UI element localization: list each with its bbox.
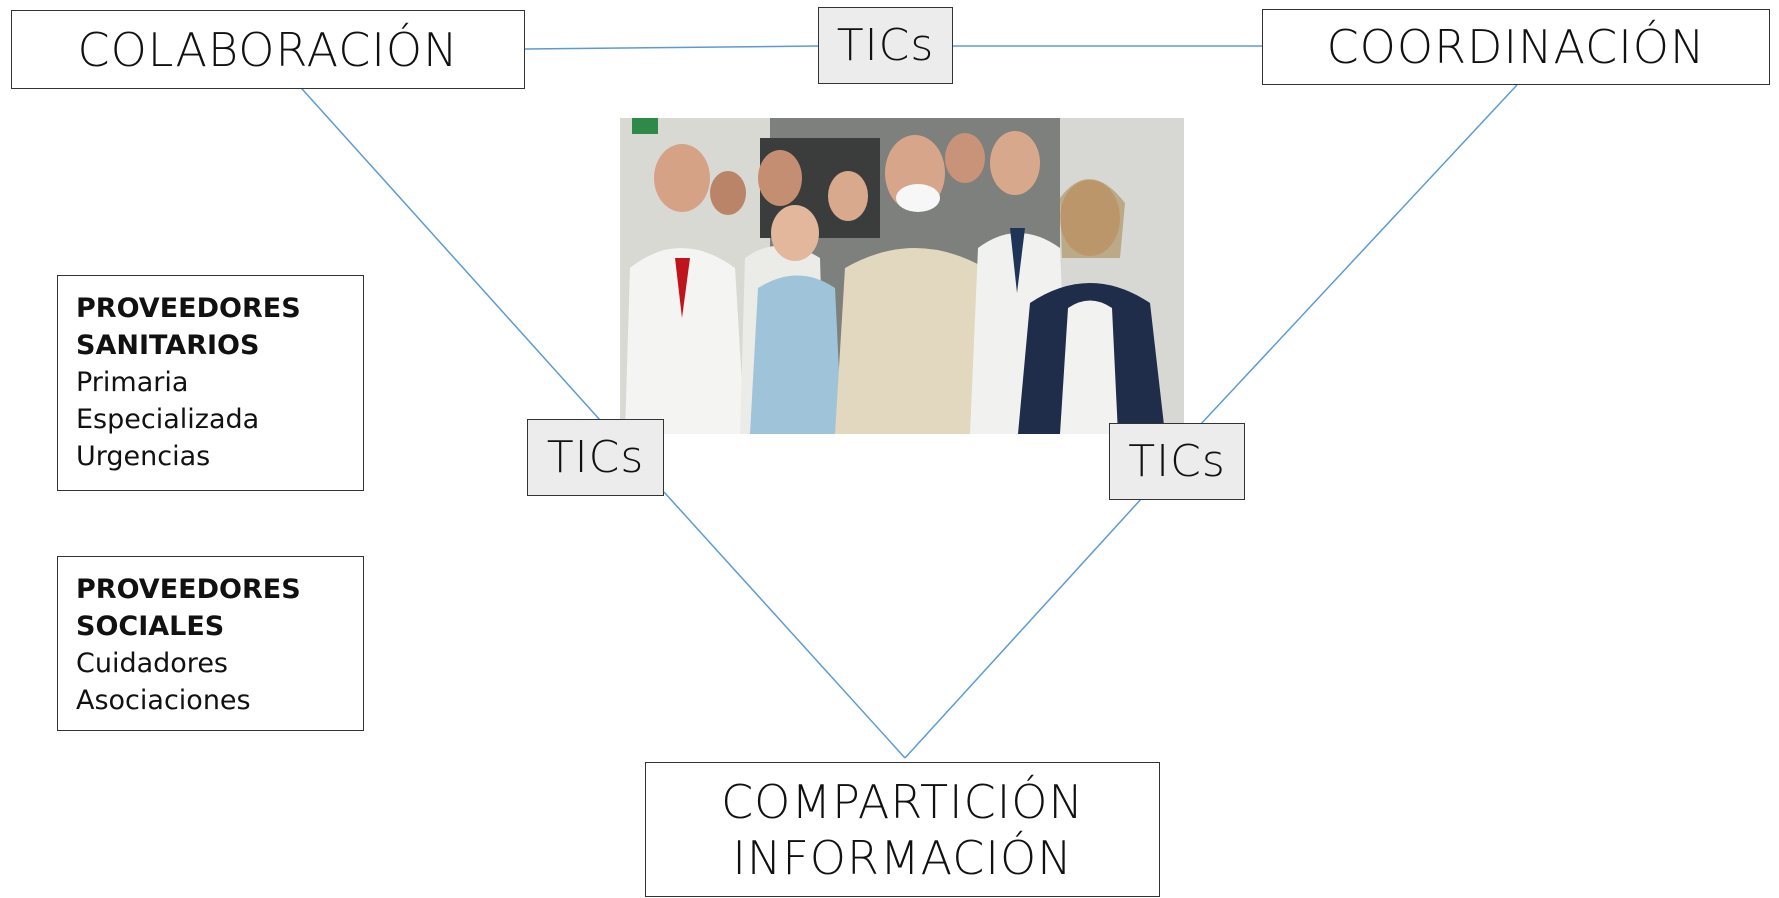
- tics-box-right: TICs: [1109, 423, 1245, 500]
- list-item: Urgencias: [76, 441, 211, 472]
- bottom-label-line1: COMPARTICIÓN: [721, 774, 1084, 829]
- list-item: Asociaciones: [76, 685, 251, 716]
- tics-box-top: TICs: [818, 7, 953, 84]
- node-comparticion-informacion: COMPARTICIÓN INFORMACIÓN: [645, 762, 1160, 897]
- bottom-label-line2: INFORMACIÓN: [732, 830, 1073, 885]
- panel-heading-line2: SANITARIOS: [76, 330, 260, 361]
- connector-right-upper: [1199, 84, 1518, 426]
- node-coordinacion: COORDINACIÓN: [1262, 9, 1770, 85]
- team-photo: [620, 118, 1184, 434]
- panel-proveedores-sanitarios: PROVEEDORES SANITARIOS Primaria Especial…: [57, 275, 364, 491]
- panel-heading-line1: PROVEEDORES: [76, 574, 301, 605]
- list-item: Cuidadores: [76, 648, 228, 679]
- panel-proveedores-sociales: PROVEEDORES SOCIALES Cuidadores Asociaci…: [57, 556, 364, 731]
- panel-heading-line2: SOCIALES: [76, 611, 225, 642]
- list-item: Especializada: [76, 404, 260, 435]
- team-photo-illustration: [620, 118, 1184, 434]
- panel-heading-line1: PROVEEDORES: [76, 293, 301, 324]
- connector-left-lower: [663, 491, 906, 759]
- connector-top-left: [524, 45, 819, 50]
- node-colaboracion: COLABORACIÓN: [11, 10, 525, 89]
- connector-right-lower: [904, 497, 1143, 759]
- list-item: Primaria: [76, 367, 189, 398]
- tics-box-left: TICs: [527, 419, 664, 496]
- connector-left-upper: [284, 69, 601, 421]
